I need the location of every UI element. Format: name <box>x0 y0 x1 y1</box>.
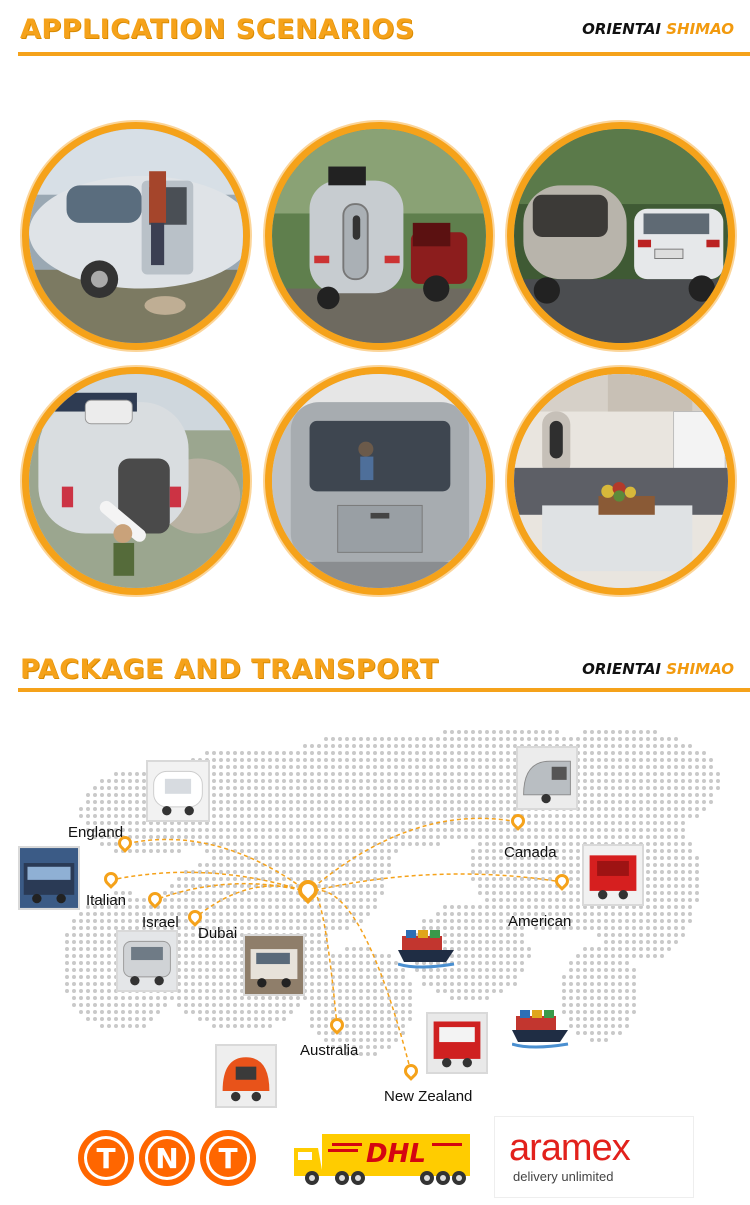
food-trailer-thumbnail <box>116 930 178 992</box>
trailer-interior-dinette-photo <box>507 367 735 595</box>
shipping-route-line <box>307 873 563 893</box>
cargo-ship-icon <box>511 1006 570 1055</box>
section-title: APPLICATION SCENARIOS <box>20 14 415 45</box>
cargo-ship-icon <box>397 926 456 975</box>
city-label-england: England <box>68 824 124 841</box>
package-transport-header: PACKAGE AND TRANSPORT ORIENTAI SHIMAO <box>0 640 750 700</box>
city-label-canada: Canada <box>504 844 557 861</box>
food-trailer-thumbnail <box>215 1044 277 1108</box>
trailer-with-man-and-dog-photo <box>22 122 250 350</box>
trailer-towed-by-red-pickup-photo <box>265 122 493 350</box>
city-label-australia: Australia <box>300 1042 359 1059</box>
food-trailer-thumbnail <box>18 846 80 910</box>
svg-text:DHL: DHL <box>366 1139 426 1169</box>
trailer-unloading-rooftop-photo <box>22 367 250 595</box>
world-shipping-map: England Italian Israel Dubai Canada Amer… <box>0 712 750 1112</box>
food-trailer-thumbnail <box>426 1012 488 1074</box>
city-label-italian: Italian <box>86 892 127 909</box>
aramex-tagline: delivery unlimited <box>513 1169 614 1184</box>
aramex-logo: aramex delivery unlimited <box>494 1116 694 1198</box>
trailer-towed-by-suv-photo <box>507 122 735 350</box>
shipping-route-line <box>194 885 309 919</box>
brand-logo: ORIENTAI SHIMAO <box>582 660 734 678</box>
city-label-american: American <box>508 913 572 930</box>
application-scenarios-header: APPLICATION SCENARIOS ORIENTAI SHIMAO <box>0 0 750 60</box>
food-trailer-thumbnail <box>146 760 210 822</box>
header-divider <box>18 52 750 56</box>
section-title: PACKAGE AND TRANSPORT <box>20 654 439 685</box>
aramex-wordmark: aramex <box>509 1127 631 1169</box>
svg-text:T: T <box>96 1142 115 1175</box>
food-trailer-thumbnail <box>243 934 305 996</box>
food-trailer-thumbnail <box>516 746 578 810</box>
shipping-route-line <box>154 882 309 901</box>
city-label-new-zealand: New Zealand <box>384 1088 473 1105</box>
svg-text:T: T <box>218 1142 237 1175</box>
city-label-israel: Israel <box>142 914 179 931</box>
city-label-dubai: Dubai <box>198 925 238 942</box>
tnt-logo: T N T <box>76 1126 258 1195</box>
shipping-route-line <box>307 817 519 893</box>
carrier-logos: T N T DHL aramex delivery unlimited <box>0 1110 750 1205</box>
dhl-truck-logo: DHL <box>292 1130 474 1193</box>
shipping-route-line <box>110 871 309 893</box>
world-map-dots <box>65 730 720 1073</box>
trailer-stainless-rear-photo <box>265 367 493 595</box>
brand-logo: ORIENTAI SHIMAO <box>582 20 734 38</box>
svg-text:N: N <box>155 1142 178 1175</box>
food-trailer-thumbnail <box>582 844 644 906</box>
header-divider <box>18 688 750 692</box>
